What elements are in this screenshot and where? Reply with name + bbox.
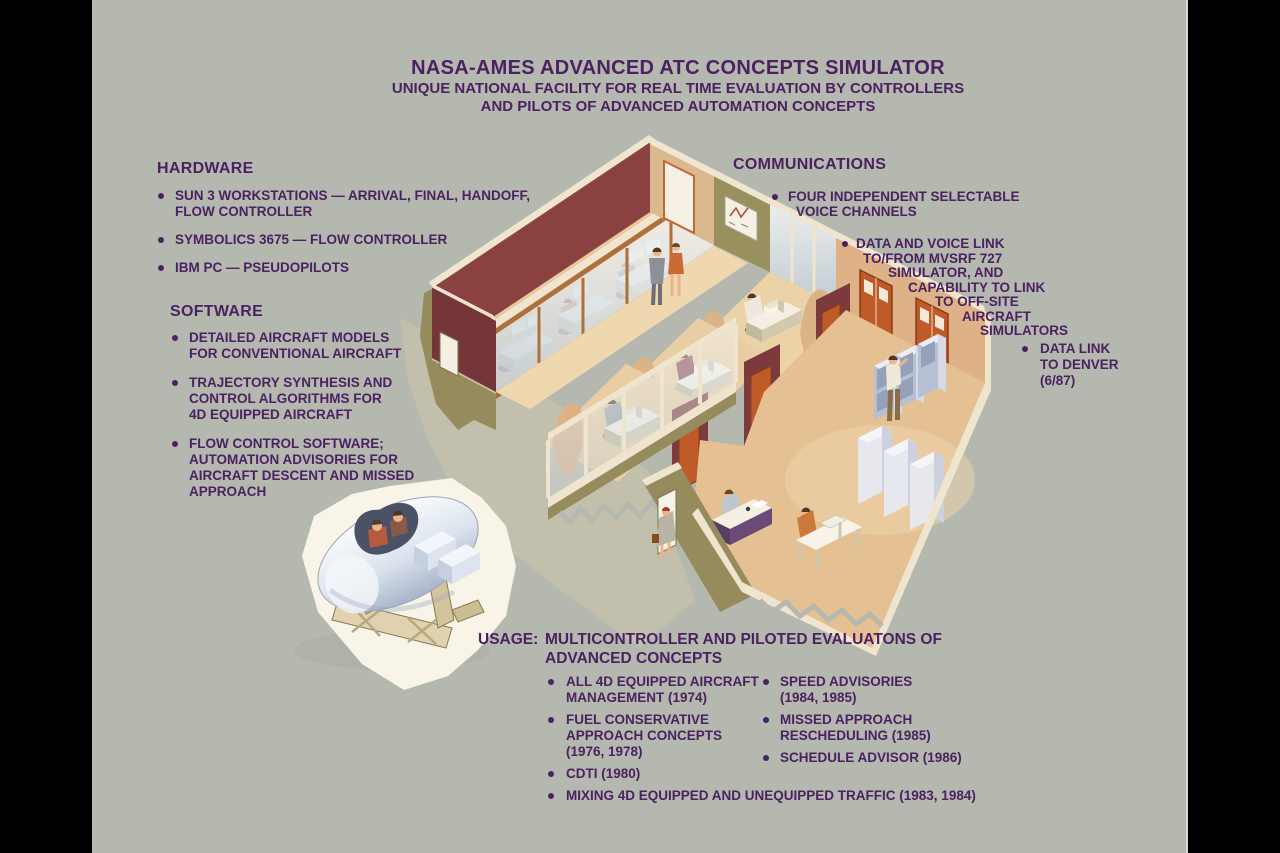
software-list: DETAILED AIRCRAFT MODELS FOR CONVENTIONA…	[172, 330, 472, 513]
hardware-heading: HARDWARE	[157, 160, 254, 177]
bullet-icon	[772, 194, 778, 200]
comms-item-data-voice-link: DATA AND VOICE LINK TO/FROM MVSRF 727 SI…	[842, 236, 1068, 339]
corridor	[496, 243, 748, 409]
software-heading: SOFTWARE	[170, 303, 264, 320]
front-window-wall	[546, 317, 738, 526]
list-item: IBM PC — PSEUDOPILOTS	[158, 260, 568, 276]
hardware-list: SUN 3 WORKSTATIONS — ARRIVAL, FINAL, HAN…	[158, 188, 568, 288]
bullet-icon	[172, 380, 178, 386]
bullet-icon	[158, 265, 164, 271]
computer-cabinets	[858, 426, 944, 530]
bullet-icon	[763, 679, 769, 685]
usage-left-list: ALL 4D EQUIPPED AIRCRAFT MANAGEMENT (197…	[548, 674, 1108, 810]
communications-heading: COMMUNICATIONS	[733, 156, 887, 173]
work-table	[796, 507, 862, 570]
list-item: SCHEDULE ADVISOR (1986)	[763, 750, 1023, 766]
bullet-icon	[172, 441, 178, 447]
usage-right-list: SPEED ADVISORIES (1984, 1985) MISSED APP…	[763, 674, 1023, 772]
usage-label: USAGE:	[478, 631, 539, 648]
windshield	[414, 531, 480, 584]
list-item: TRAJECTORY SYNTHESIS AND CONTROL ALGORIT…	[172, 375, 472, 423]
pilots	[368, 510, 408, 548]
bullet-icon	[548, 793, 554, 799]
bullet-icon	[548, 717, 554, 723]
bullet-icon	[158, 193, 164, 199]
list-item: MIXING 4D EQUIPPED AND UNEQUIPPED TRAFFI…	[548, 788, 1108, 804]
bullet-icon	[172, 335, 178, 341]
comms-item-data-link-denver: DATA LINK TO DENVER (6/87)	[1022, 341, 1119, 389]
hall-door	[663, 159, 695, 235]
bullet-icon	[158, 237, 164, 243]
title-line3: AND PILOTS OF ADVANCED AUTOMATION CONCEP…	[480, 98, 876, 115]
standing-people	[649, 243, 684, 305]
reception-desk	[712, 489, 772, 545]
poster-photo: NASA-AMES ADVANCED ATC CONCEPTS SIMULATO…	[92, 0, 1188, 853]
bullet-icon	[548, 679, 554, 685]
bullet-icon	[763, 717, 769, 723]
list-item: SPEED ADVISORIES (1984, 1985)	[763, 674, 1023, 706]
bullet-icon	[1022, 346, 1028, 352]
facility-cutaway-illustration	[294, 135, 991, 690]
flight-simulator	[294, 478, 516, 690]
wall-chart	[724, 195, 758, 242]
computer-room	[642, 310, 991, 656]
list-item: DETAILED AIRCRAFT MODELS FOR CONVENTIONA…	[172, 330, 472, 362]
comms-item-voice-channels: FOUR INDEPENDENT SELECTABLE VOICE CHANNE…	[772, 189, 1020, 219]
bullet-icon	[763, 755, 769, 761]
title-line1: NASA-AMES ADVANCED ATC CONCEPTS SIMULATO…	[411, 57, 945, 79]
bullet-icon	[548, 771, 554, 777]
usage-heading: MULTICONTROLLER AND PILOTED EVALUATONS O…	[545, 631, 942, 667]
poster-title: NASA-AMES ADVANCED ATC CONCEPTS SIMULATO…	[338, 56, 1018, 116]
list-item: MISSED APPROACH RESCHEDULING (1985)	[763, 712, 1023, 744]
list-item: SYMBOLICS 3675 — FLOW CONTROLLER	[158, 232, 568, 248]
technician	[886, 355, 908, 421]
list-item: CDTI (1980)	[548, 766, 1108, 782]
list-item: FLOW CONTROL SOFTWARE; AUTOMATION ADVISO…	[172, 436, 472, 500]
title-line2: UNIQUE NATIONAL FACILITY FOR REAL TIME E…	[391, 80, 965, 97]
exterior-door	[439, 331, 459, 377]
entry-door	[642, 462, 756, 612]
list-item: FUEL CONSERVATIVE APPROACH CONCEPTS (197…	[548, 712, 1108, 760]
list-item: ALL 4D EQUIPPED AIRCRAFT MANAGEMENT (197…	[548, 674, 1108, 706]
list-item: SUN 3 WORKSTATIONS — ARRIVAL, FINAL, HAN…	[158, 188, 568, 220]
bullet-icon	[842, 241, 848, 247]
